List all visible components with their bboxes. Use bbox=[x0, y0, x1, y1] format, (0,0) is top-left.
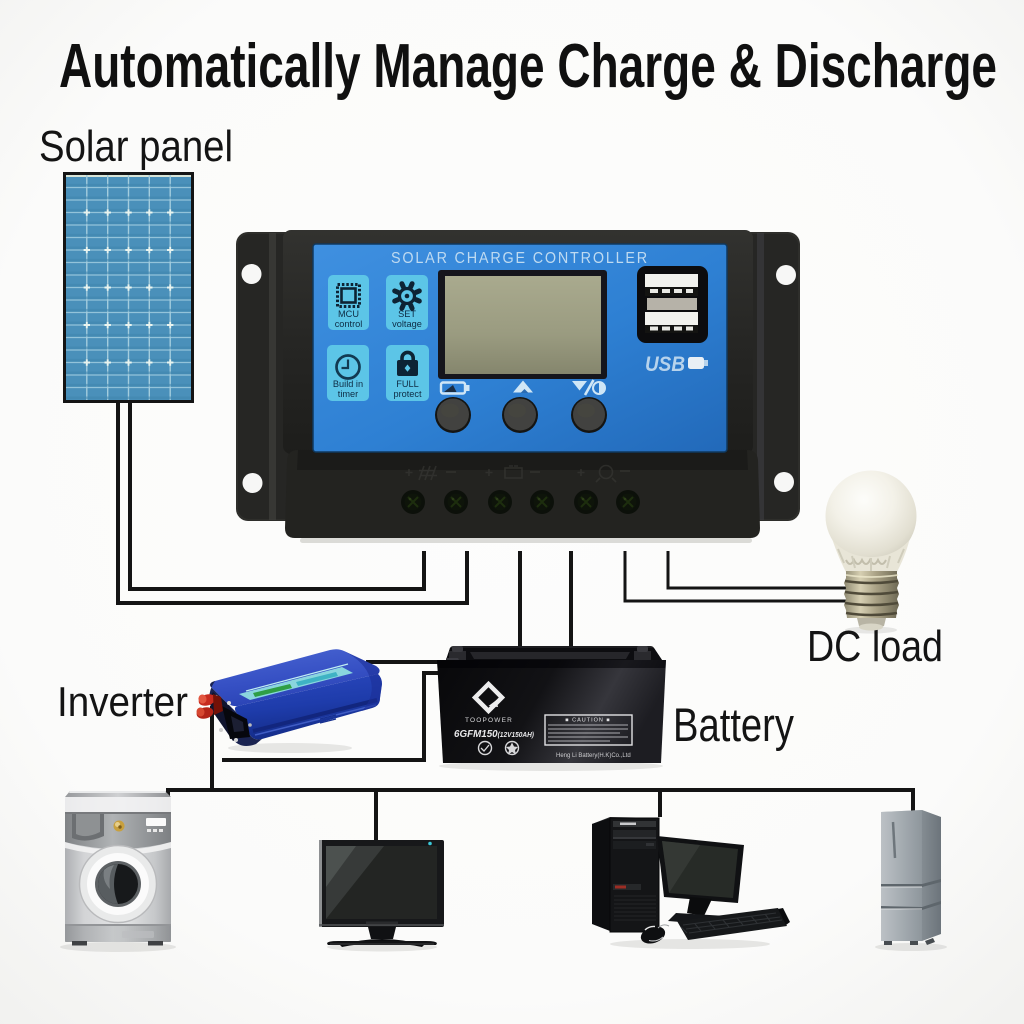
svg-text:FULL: FULL bbox=[396, 379, 418, 389]
svg-text:control: control bbox=[335, 319, 363, 329]
svg-text:USB: USB bbox=[645, 353, 685, 376]
svg-text:TOOPOWER: TOOPOWER bbox=[465, 717, 513, 724]
svg-text:protect: protect bbox=[393, 389, 422, 399]
svg-text:Heng Li Battery(H.K)Co.,Ltd: Heng Li Battery(H.K)Co.,Ltd bbox=[556, 753, 631, 759]
svg-text:Solar panel: Solar panel bbox=[39, 122, 233, 171]
svg-text:Automatically Manage Charge &: Automatically Manage Charge & Discharge bbox=[59, 32, 997, 101]
svg-text:SET: SET bbox=[398, 309, 416, 319]
svg-text:voltage: voltage bbox=[392, 319, 422, 329]
svg-text:■ CAUTION ■: ■ CAUTION ■ bbox=[565, 718, 610, 724]
svg-text:Build in: Build in bbox=[333, 379, 363, 389]
svg-text:SOLAR CHARGE CONTROLLER: SOLAR CHARGE CONTROLLER bbox=[391, 250, 649, 267]
svg-text:Battery: Battery bbox=[673, 698, 794, 751]
svg-text:Inverter: Inverter bbox=[57, 678, 188, 725]
svg-text:timer: timer bbox=[338, 389, 358, 399]
svg-text:MCU: MCU bbox=[338, 309, 359, 319]
